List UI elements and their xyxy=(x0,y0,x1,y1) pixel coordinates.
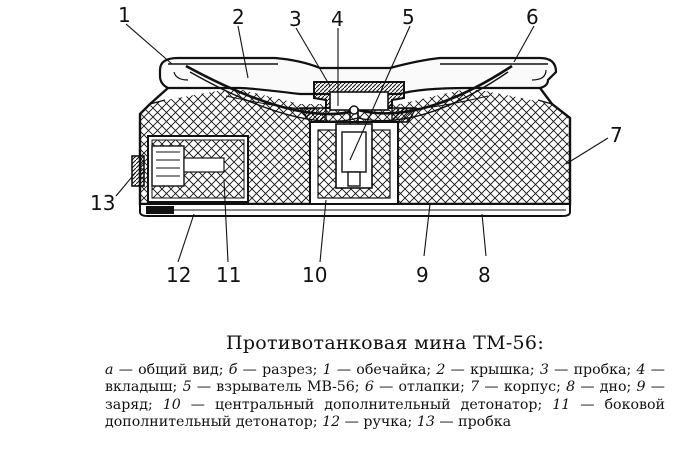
fuze-well xyxy=(309,105,399,205)
callout-4: 4 xyxy=(331,7,344,31)
legend-item: а — общий вид; xyxy=(105,362,229,378)
caption-legend: а — общий вид; б — разрез; 1 — обечайка;… xyxy=(105,362,665,432)
side-detonator xyxy=(147,135,249,203)
callout-6: 6 xyxy=(526,5,539,29)
callout-12: 12 xyxy=(166,263,191,287)
legend-item: 10 — центральный дополнительный детонато… xyxy=(162,396,553,413)
callout-5: 5 xyxy=(402,5,415,29)
leader-lines xyxy=(115,23,609,263)
callout-9: 9 xyxy=(416,263,429,287)
legend-item: 7 — корпус; xyxy=(470,379,567,396)
side-plug xyxy=(131,155,145,187)
legend-item: 12 — ручка; xyxy=(322,414,417,431)
callout-7: 7 xyxy=(610,123,623,147)
caption-title: Противотанковая мина ТМ-56: xyxy=(225,332,545,354)
figure-caption: Противотанковая мина ТМ-56: а — общий ви… xyxy=(105,330,665,432)
legend-item: 3 — пробка; xyxy=(539,362,637,378)
bottom-plate xyxy=(139,203,571,217)
legend-item: 9 — заряд; xyxy=(105,379,665,413)
legend-item: 2 — крышка; xyxy=(436,362,540,378)
legend-item: б — разрез; xyxy=(228,362,323,378)
legend-item: 1 — обечайка; xyxy=(322,362,437,378)
callout-2: 2 xyxy=(232,5,245,29)
legend-item: 11 — боковой дополнительный детонатор; xyxy=(105,396,665,431)
callout-3: 3 xyxy=(289,7,302,31)
callout-8: 8 xyxy=(478,263,491,287)
top-plug xyxy=(313,81,405,111)
legend-item: 13 — пробка xyxy=(416,414,512,431)
callout-1: 1 xyxy=(118,3,131,27)
legend-item: 6 — отлапки; xyxy=(364,379,471,396)
callout-13: 13 xyxy=(90,191,115,215)
handle xyxy=(146,206,174,214)
callout-10: 10 xyxy=(302,263,327,287)
legend-item: 4 — вкладыш; xyxy=(105,362,665,396)
mine-cross-section-diagram: 1 2 3 4 5 6 7 8 9 10 11 12 13 xyxy=(90,3,623,287)
legend-item: 5 — взрыватель МВ-56; xyxy=(182,379,365,396)
callout-11: 11 xyxy=(216,263,241,287)
rim-ring xyxy=(158,56,558,96)
legend-item: 8 — дно; xyxy=(566,379,637,396)
callout-labels: 1 2 3 4 5 6 7 8 9 10 11 12 13 xyxy=(90,3,623,287)
